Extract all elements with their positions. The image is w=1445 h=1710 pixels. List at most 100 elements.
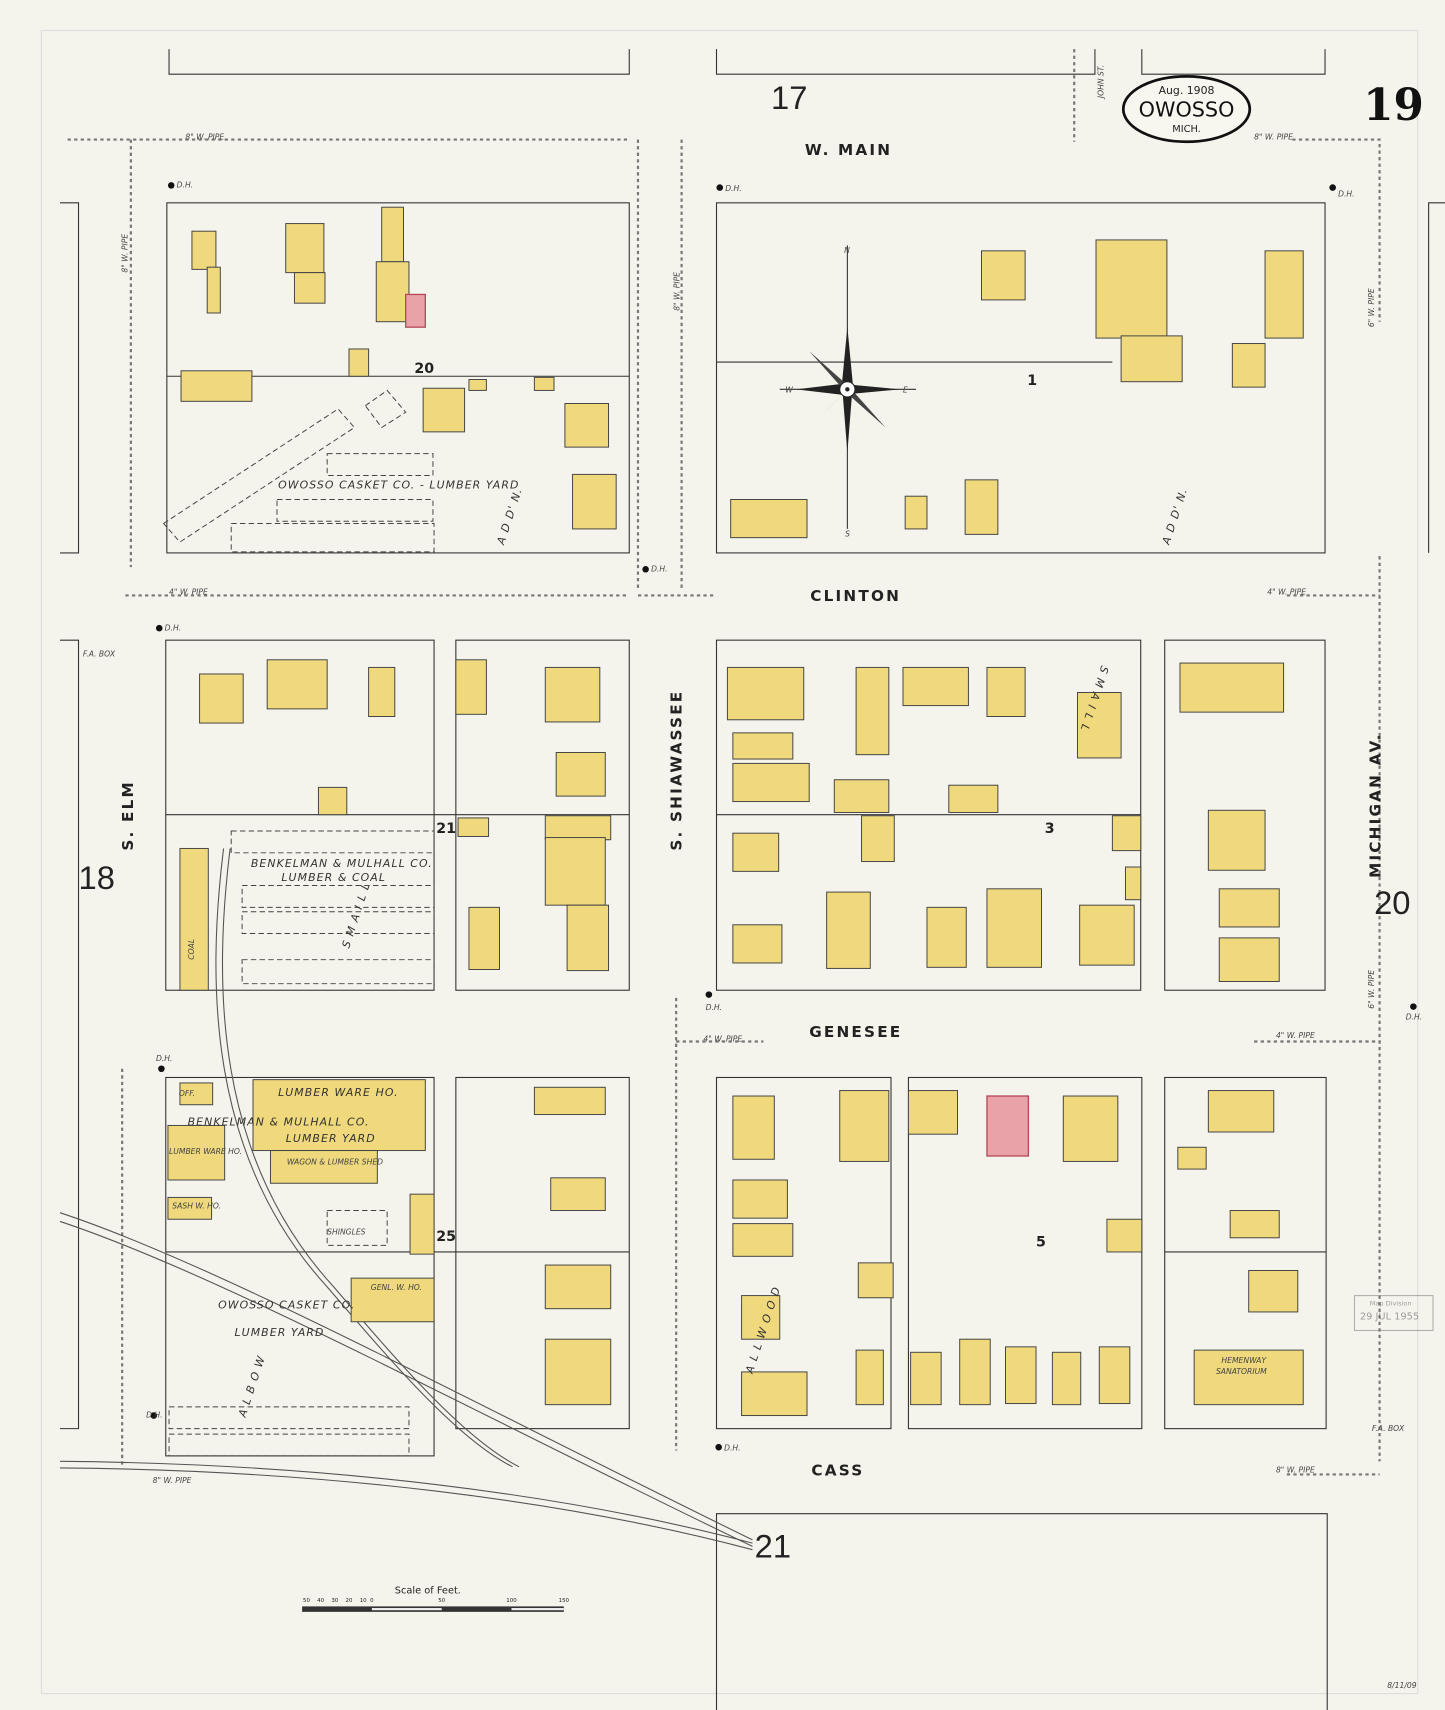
scale-title: Scale of Feet. xyxy=(395,1585,461,1596)
building-footprint xyxy=(544,837,606,906)
hydrant-labels: D.H. D.H. D.H. D.H. D.H. D.H. D.H. D.H. … xyxy=(146,181,1422,1453)
hydrants xyxy=(150,182,1417,1451)
building-footprint xyxy=(544,1264,612,1310)
addition-label: A D D' N. xyxy=(1159,486,1190,547)
compass-s: S xyxy=(845,530,850,539)
fire-hydrant-marker xyxy=(715,1443,722,1451)
addition-label: S M A I L L xyxy=(339,881,373,950)
building-footprint xyxy=(948,784,999,813)
cartouche-city: OWOSSO xyxy=(1139,98,1235,122)
block-number: 25 xyxy=(436,1229,456,1245)
building-footprint xyxy=(180,370,253,402)
label-benkelman-mulhall-yard: BENKELMAN & MULHALL CO. xyxy=(188,1115,370,1128)
building-footprint xyxy=(457,817,490,837)
block-number: 1 xyxy=(1027,373,1037,389)
building-footprint xyxy=(1193,1349,1304,1406)
block-outline xyxy=(715,49,1096,75)
block-outline xyxy=(1141,49,1326,75)
building-footprint xyxy=(1177,1146,1207,1170)
building-footprint xyxy=(732,1095,775,1160)
building-footprint xyxy=(368,666,396,717)
hydrant-label: D.H. xyxy=(706,1003,722,1012)
building-footprint xyxy=(1076,692,1122,759)
building-footprint xyxy=(167,1124,226,1181)
building-footprint xyxy=(902,666,969,707)
hydrant-label: D.H. xyxy=(165,623,181,632)
label-owosso-casket: OWOSSO CASKET CO. xyxy=(218,1299,355,1312)
fire-hydrant-marker xyxy=(150,1412,158,1419)
compass-e: E xyxy=(903,386,908,395)
block-5-east xyxy=(1164,1076,1327,1430)
scale-tick-label: 50 xyxy=(438,1598,445,1604)
building-footprint xyxy=(1062,1095,1119,1162)
building-footprint xyxy=(959,1338,991,1406)
adjacent-sheet-left: 18 xyxy=(79,859,115,896)
scale-tick-label: 10 xyxy=(360,1598,367,1604)
building-footprint xyxy=(857,1262,894,1299)
railroad-tracks xyxy=(59,848,753,1551)
label-lumber-coal: LUMBER & COAL xyxy=(281,871,386,884)
fire-hydrant-marker xyxy=(1329,184,1336,191)
lumber-pile xyxy=(241,885,435,908)
building-footprint xyxy=(1231,343,1266,388)
building-footprint xyxy=(1207,1090,1275,1133)
addition-label: A L B O W xyxy=(236,1354,268,1420)
pipe-label: 8" W. PIPE xyxy=(1254,133,1293,142)
building-footprint xyxy=(293,272,326,304)
lumber-piles xyxy=(162,389,435,1457)
building-footprint xyxy=(964,479,999,535)
building-footprint xyxy=(1098,1346,1131,1405)
building-footprint xyxy=(839,1090,890,1162)
hydrant-label: D.H. xyxy=(177,181,193,190)
label-coal: COAL xyxy=(187,939,196,960)
building-footprint xyxy=(533,1086,606,1116)
building-footprint xyxy=(422,387,466,433)
label-fa-box: F.A. BOX xyxy=(83,650,116,659)
block-5-west xyxy=(715,1076,892,1430)
building-footprint xyxy=(468,906,500,970)
building-footprint xyxy=(732,762,810,803)
adjacent-sheet-bottom: 21 xyxy=(755,1527,791,1564)
label-lumber-yard: LUMBER YARD xyxy=(286,1132,376,1145)
building-footprint xyxy=(409,1193,435,1255)
block-number: 20 xyxy=(414,361,434,377)
building-footprint xyxy=(732,732,794,760)
building-footprint xyxy=(861,815,895,863)
building-footprint xyxy=(741,1295,781,1340)
building-footprint xyxy=(907,1090,959,1135)
building-footprint xyxy=(564,403,610,448)
fire-hydrant-marker xyxy=(716,184,724,191)
building-footprint xyxy=(981,250,1026,301)
lumber-pile xyxy=(364,389,407,429)
block-outline xyxy=(1428,202,1445,553)
scale-tick-label: 50 xyxy=(303,1598,310,1604)
compass-rose: N S W E xyxy=(779,245,917,539)
fire-hydrant-marker xyxy=(705,991,713,998)
label-sanatorium: SANATORIUM xyxy=(1216,1367,1267,1376)
hydrant-label: D.H. xyxy=(146,1411,162,1420)
building-footprint xyxy=(206,266,221,314)
building-footprint xyxy=(544,666,601,723)
building-footprint xyxy=(1079,904,1135,966)
building-footprint xyxy=(910,1351,942,1406)
addition-label: A D D' N. xyxy=(494,486,525,547)
building-footprint xyxy=(1264,250,1304,339)
building-footprint xyxy=(1218,937,1280,982)
label-owosso-casket-lumber-yard: OWOSSO CASKET CO. - LUMBER YARD xyxy=(278,479,519,492)
lumber-pile xyxy=(168,1433,410,1457)
neatline xyxy=(40,29,1419,1695)
scale-tick-label: 40 xyxy=(317,1598,324,1604)
building-footprint xyxy=(855,666,890,756)
building-footprint xyxy=(317,786,348,816)
building-footprint xyxy=(826,891,871,969)
pipe-label: 4" W. PIPE xyxy=(169,587,208,596)
street-michigan-av: MICHIGAN AV. xyxy=(1367,732,1385,877)
label-genl-w-ho: GENL. W. HO. xyxy=(371,1283,422,1292)
street-genesee: GENESEE xyxy=(809,1023,902,1041)
cartouche-date: Aug. 1908 xyxy=(1159,84,1215,97)
compass-n: N xyxy=(844,246,850,255)
block-1 xyxy=(715,202,1326,554)
building-footprint xyxy=(732,924,783,964)
building-footprint xyxy=(550,1177,606,1212)
fire-hydrant-marker xyxy=(1410,1003,1417,1010)
